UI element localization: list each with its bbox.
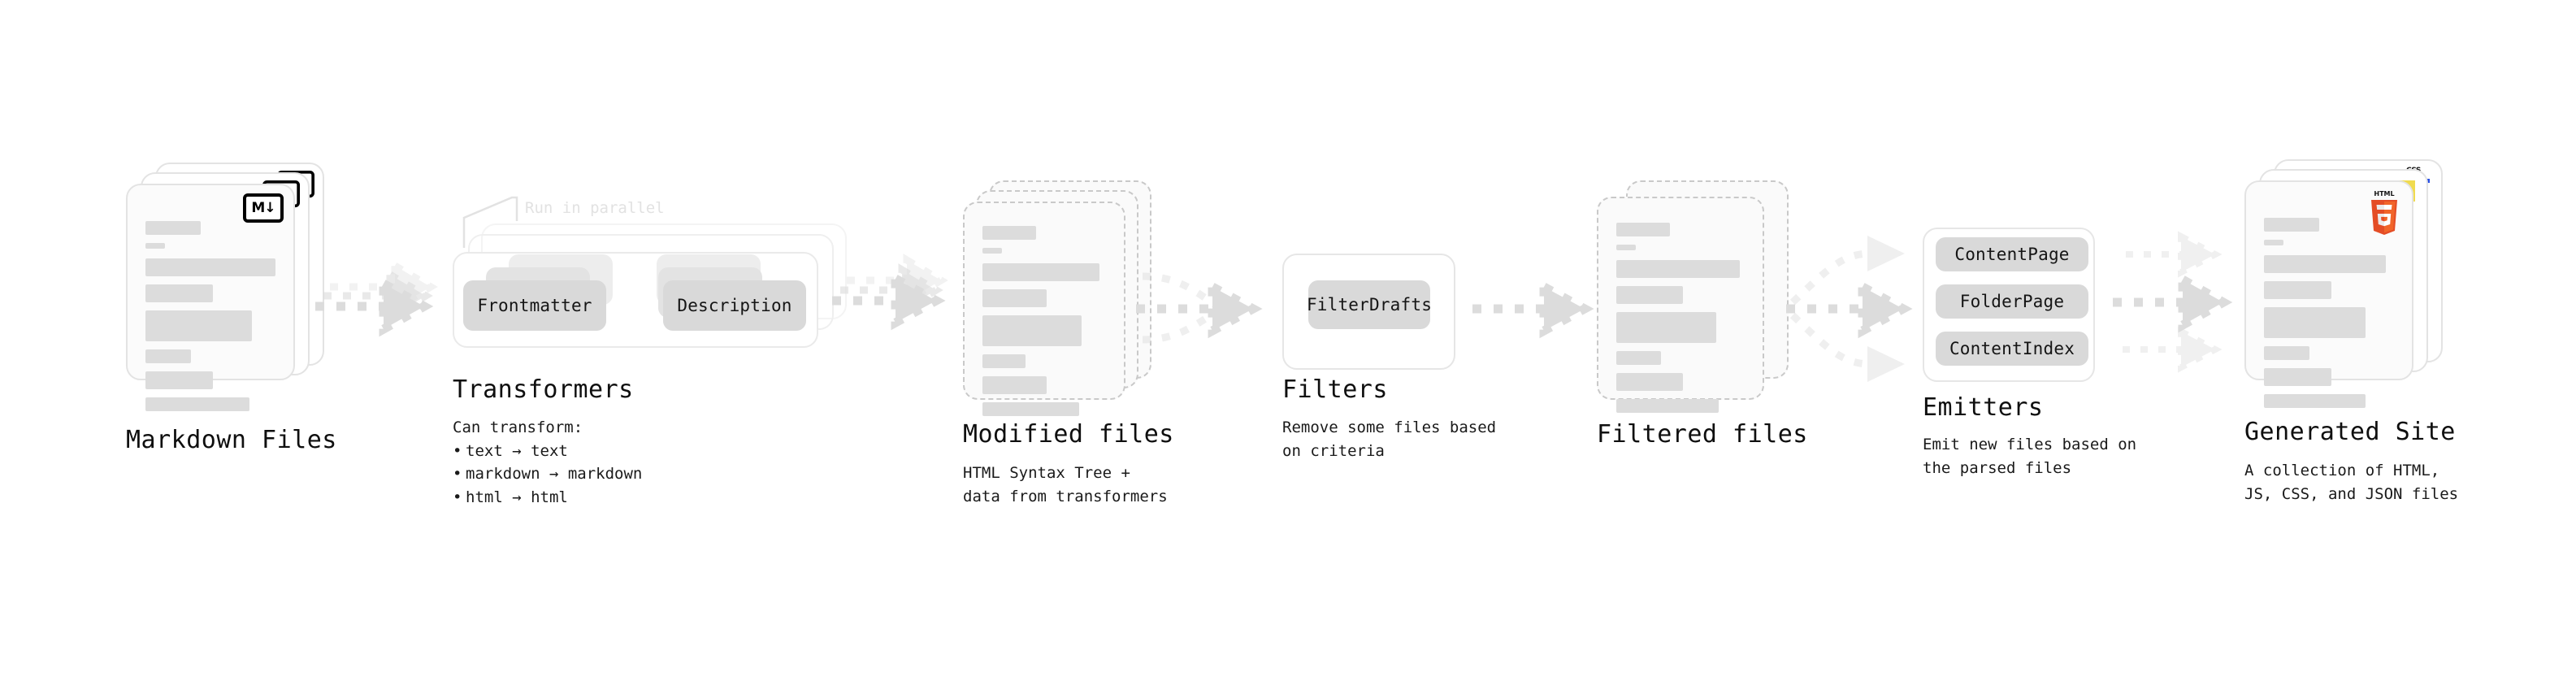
generated-file-skeleton bbox=[2246, 182, 2412, 408]
markdown-file-skeleton bbox=[128, 185, 293, 411]
generated-site-subtitle: A collection of HTML, JS, CSS, and JSON … bbox=[2244, 462, 2459, 503]
transformers-bullet-item: text → text bbox=[453, 440, 642, 463]
arrow-filters-to-filtered bbox=[1472, 279, 1594, 339]
arrow-modified-to-filters bbox=[1136, 272, 1263, 344]
arrow-transformers-to-modified bbox=[832, 254, 948, 331]
markdown-files-title: Markdown Files bbox=[126, 426, 337, 454]
markdown-badge-icon: M↓ bbox=[243, 193, 284, 223]
transformers-bullet-list: text → text markdown → markdown html → h… bbox=[453, 440, 642, 510]
emitter-chip-contentindex[interactable]: ContentIndex bbox=[1936, 332, 2088, 366]
filters-subtitle: Remove some files based on criteria bbox=[1282, 419, 1497, 460]
arrow-emitters-to-site bbox=[2113, 231, 2233, 373]
transformers-bullet-item: html → html bbox=[453, 486, 642, 510]
transformer-chip-description-label: Description bbox=[677, 296, 792, 315]
transformer-chip-frontmatter[interactable]: Frontmatter bbox=[463, 280, 606, 331]
transformers-lead: Can transform: bbox=[453, 419, 583, 436]
generated-site-title: Generated Site bbox=[2244, 418, 2456, 446]
emitter-chip-contentindex-label: ContentIndex bbox=[1949, 339, 2075, 358]
transformers-description: Can transform: text → text markdown → ma… bbox=[453, 416, 642, 509]
modified-files-title: Modified files bbox=[963, 420, 1174, 449]
emitters-title: Emitters bbox=[1923, 393, 2044, 422]
arrow-markdown-to-transformers bbox=[315, 259, 438, 337]
html5-badge-icon: HTML bbox=[2365, 189, 2404, 239]
filtered-file-card-front bbox=[1597, 197, 1764, 413]
emitters-subtitle: Emit new files based on the parsed files bbox=[1923, 436, 2137, 477]
modified-file-card-front bbox=[963, 202, 1125, 416]
emitter-chip-folderpage-label: FolderPage bbox=[1959, 292, 2065, 311]
modified-files-subtitle: HTML Syntax Tree + data from transformer… bbox=[963, 464, 1168, 505]
filter-chip-filterdrafts-label: FilterDrafts bbox=[1306, 295, 1433, 314]
filtered-file-skeleton bbox=[1598, 198, 1763, 413]
markdown-file-card-front: M↓ bbox=[126, 184, 295, 411]
filter-chip-filterdrafts[interactable]: FilterDrafts bbox=[1306, 280, 1433, 329]
emitter-chip-folderpage[interactable]: FolderPage bbox=[1936, 284, 2088, 319]
transformer-chip-description[interactable]: Description bbox=[663, 280, 806, 331]
modified-file-skeleton bbox=[965, 203, 1124, 416]
transformers-bullet-item: markdown → markdown bbox=[453, 462, 642, 486]
generated-file-card-html: HTML bbox=[2244, 180, 2413, 408]
arrow-filtered-to-emitters bbox=[1786, 236, 1913, 382]
transformers-title: Transformers bbox=[453, 375, 634, 404]
emitter-chip-contentpage[interactable]: ContentPage bbox=[1936, 237, 2088, 271]
svg-text:HTML: HTML bbox=[2374, 190, 2394, 197]
filtered-files-title: Filtered files bbox=[1597, 420, 1808, 449]
run-in-parallel-annotation: Run in parallel bbox=[525, 199, 665, 217]
emitter-chip-contentpage-label: ContentPage bbox=[1954, 245, 2070, 264]
filters-title: Filters bbox=[1282, 375, 1388, 404]
transformer-chip-frontmatter-label: Frontmatter bbox=[477, 296, 592, 315]
